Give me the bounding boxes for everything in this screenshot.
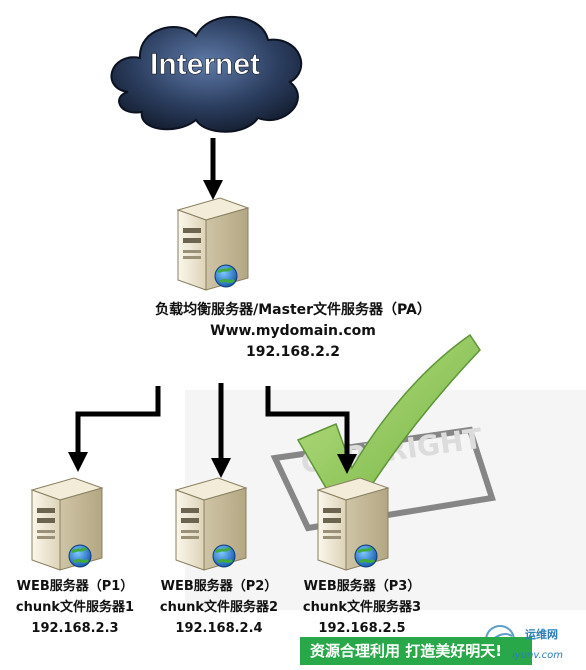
globe-icon xyxy=(214,264,238,288)
master-server-domain: Www.mydomain.com xyxy=(210,323,376,339)
web-server-ip: 192.168.2.3 xyxy=(31,621,119,636)
web-server-2-label: WEB服务器（P2） chunk文件服务器2 192.168.2.4 xyxy=(144,576,294,639)
copyright-checkbox-background: COPYRIGHT xyxy=(185,333,586,610)
web-server-chunk: chunk文件服务器2 xyxy=(159,600,279,615)
checkbox-outline xyxy=(270,426,496,532)
web-server-1-label: WEB服务器（P1） chunk文件服务器1 192.168.2.3 xyxy=(0,576,150,639)
arrow-master-to-web1 xyxy=(68,386,161,472)
master-server-ip: 192.168.2.2 xyxy=(246,344,340,360)
web-server-role: WEB服务器（P2） xyxy=(160,579,278,594)
master-server-icon xyxy=(176,197,250,291)
web-server-1-icon xyxy=(30,477,104,571)
internet-label: Internet xyxy=(150,48,260,81)
web-server-ip: 192.168.2.4 xyxy=(175,621,263,636)
web-server-chunk: chunk文件服务器1 xyxy=(15,600,135,615)
arrow-master-to-web3 xyxy=(265,386,357,474)
web-server-role: WEB服务器（P3） xyxy=(303,579,421,594)
web-server-ip: 192.168.2.5 xyxy=(318,621,406,636)
watermark-text: 运维网 xyxy=(525,628,558,641)
web-server-chunk: chunk文件服务器3 xyxy=(302,600,422,615)
watermark-url: iyunv.com xyxy=(512,650,564,661)
slogan-banner: 资源合理利用 打造美好明天! xyxy=(300,637,532,665)
internet-cloud-icon: Internet xyxy=(110,15,302,133)
web-server-role: WEB服务器（P1） xyxy=(16,579,134,594)
web-server-3-icon xyxy=(316,477,390,571)
globe-icon xyxy=(354,544,378,568)
globe-icon xyxy=(212,544,236,568)
globe-icon xyxy=(68,544,92,568)
master-server-title: 负载均衡服务器/Master文件服务器（PA） xyxy=(155,302,431,318)
master-server-label: 负载均衡服务器/Master文件服务器（PA） Www.mydomain.com… xyxy=(0,300,586,363)
web-server-2-icon xyxy=(174,477,248,571)
web-server-3-label: WEB服务器（P3） chunk文件服务器3 192.168.2.5 xyxy=(287,576,437,639)
